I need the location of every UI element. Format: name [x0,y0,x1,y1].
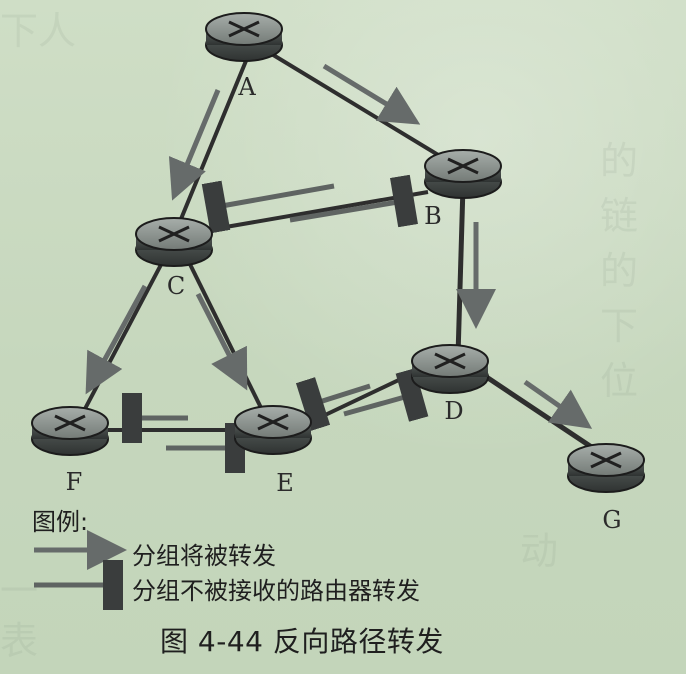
legend-title: 图例: [32,508,89,536]
arrow-a-to-b [322,63,421,125]
legend-forward-label: 分组将被转发 [132,542,276,570]
arrow-c-to-e [195,292,248,391]
blocked-arrows [122,174,429,473]
node-label-d: D [444,397,463,425]
blocked-d-to-e [295,377,371,431]
arrow-d-to-g [523,379,593,429]
arrow-a-to-c [168,89,221,201]
router-a: A [205,12,283,101]
link-d-g [474,367,610,461]
link-c-f [75,239,176,425]
router-g: G [567,443,645,534]
legend-blocked-label: 分组不被接收的路由器转发 [132,577,420,605]
node-label-b: B [424,202,442,230]
node-label-e: E [276,469,294,497]
link-b-c [219,190,429,230]
link-b-d [455,185,466,357]
legend-samples [34,530,127,610]
blocked-c-to-b [289,174,418,228]
router-d: D [411,344,489,425]
network-links [75,48,610,461]
node-label-g: G [602,506,621,534]
arrow-c-to-f [85,284,148,395]
router-b: B [424,149,502,230]
blocked-e-to-d [343,368,429,422]
link-a-b [263,48,465,172]
node-label-c: C [167,272,185,300]
router-c: C [135,217,213,300]
router-e: E [234,405,312,497]
blocked-b-to-c [201,180,335,234]
link-c-e [176,239,273,429]
router-f: F [31,406,109,496]
figure-caption: 图 4-44 反向路径转发 [160,625,444,658]
node-label-f: F [66,468,83,496]
forward-arrows [85,63,593,429]
link-a-c [172,55,250,237]
node-label-a: A [237,73,256,101]
